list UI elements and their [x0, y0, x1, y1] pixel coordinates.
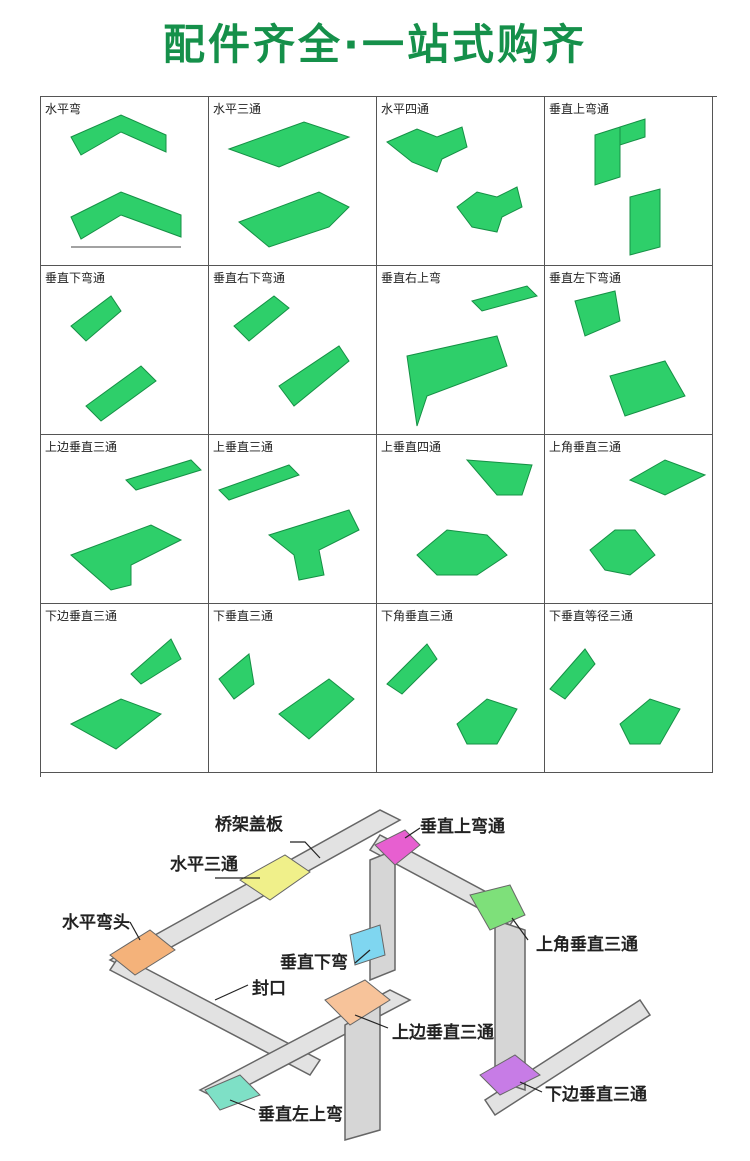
catalog-cell-upper-corner-vertical-tee: 上角垂直三通: [545, 435, 713, 604]
lower-vertical-tee-illustration: [218, 653, 355, 740]
cable-tray-isometric-illustration: [108, 809, 652, 1141]
catalog-cell-vertical-right-down-elbow: 垂直右下弯通: [209, 266, 377, 435]
catalog-cell-vertical-up-elbow: 垂直上弯通: [545, 97, 713, 266]
vertical-down-elbow-illustration: [70, 295, 157, 422]
part-horizontal-tee: [239, 854, 311, 901]
catalog-cell-horizontal-tee: 水平三通: [209, 97, 377, 266]
part-elbow-head: [109, 929, 176, 976]
catalog-cell-label: 垂直下弯通: [45, 271, 106, 285]
lower-side-vertical-tee-illustration: [69, 638, 182, 750]
vertical-up-elbow-illustration: [594, 118, 661, 256]
callout-horizontal-elbow-head: 水平弯头: [62, 913, 130, 933]
catalog-cell-label: 下垂直三通: [213, 609, 274, 623]
catalog-cell-lower-side-vertical-tee: 下边垂直三通: [41, 604, 209, 773]
catalog-cell-label: 上垂直三通: [213, 440, 274, 454]
catalog-cell-label: 水平三通: [213, 102, 262, 116]
fittings-catalog-grid: 水平弯 水平三通 水平四通 垂直上弯通 垂直下弯通: [40, 96, 717, 777]
catalog-cell-label: 垂直右上弯: [381, 271, 442, 285]
catalog-cell-vertical-left-down-elbow: 垂直左下弯通: [545, 266, 713, 435]
upper-vertical-tee-illustration: [218, 464, 360, 581]
horizontal-tee-illustration: [227, 121, 351, 248]
callout-upper-side-vertical-tee: 上边垂直三通: [392, 1023, 494, 1043]
horizontal-elbow-illustration: [70, 114, 182, 248]
catalog-cell-label: 垂直左下弯通: [549, 271, 622, 285]
catalog-cell-label: 垂直右下弯通: [213, 271, 286, 285]
catalog-cell-lower-vertical-equal-tee: 下垂直等径三通: [545, 604, 713, 773]
catalog-cell-upper-vertical-cross: 上垂直四通: [377, 435, 545, 604]
callout-upper-corner-vertical-tee: 上角垂直三通: [536, 935, 638, 955]
vertical-right-down-elbow-illustration: [233, 295, 350, 407]
page-title: 配件齐全·一站式购齐: [163, 19, 587, 69]
catalog-cell-vertical-right-up-elbow: 上边垂直三通 垂直右上弯: [377, 266, 545, 435]
lower-corner-vertical-tee-illustration: [386, 643, 518, 745]
horizontal-cross-illustration: [386, 126, 523, 233]
catalog-cell-upper-vertical-tee: 上垂直三通: [209, 435, 377, 604]
catalog-cell-horizontal-cross: 水平四通: [377, 97, 545, 266]
cable-tray-system-diagram: 桥架盖板 垂直上弯通 水平三通 水平弯头 垂直下弯 上角垂直三通 封口 上边垂直…: [0, 790, 750, 1157]
vertical-right-up-elbow-illustration: [406, 285, 538, 427]
catalog-cell-label: 水平四通: [381, 102, 430, 116]
catalog-cell-label: 下边垂直三通: [45, 609, 118, 623]
part-upper-side-tee: [324, 979, 391, 1026]
callout-vertical-left-up-elbow: 垂直左上弯: [258, 1105, 343, 1125]
upper-side-vertical-tee-illustration: [70, 459, 202, 591]
catalog-cell-label: 下角垂直三通: [381, 609, 454, 623]
callout-horizontal-tee: 水平三通: [170, 855, 238, 875]
catalog-cell-label: 上角垂直三通: [549, 440, 622, 454]
lower-vertical-equal-tee-illustration: [549, 648, 681, 745]
catalog-cell-label: 垂直上弯通: [549, 102, 610, 116]
catalog-cell-label: 上垂直四通: [381, 440, 442, 454]
upper-corner-vertical-tee-illustration: [589, 459, 707, 576]
callout-vertical-up-elbow: 垂直上弯通: [420, 817, 505, 837]
part-upper-corner-tee: [469, 884, 526, 931]
callout-cover: 桥架盖板: [215, 815, 283, 835]
vertical-left-down-elbow-illustration: [574, 290, 686, 417]
callout-vertical-down-elbow: 垂直下弯: [280, 953, 348, 973]
catalog-cell-vertical-down-elbow: 垂直下弯通: [41, 266, 209, 435]
catalog-cell-horizontal-elbow: 水平弯: [41, 97, 209, 266]
callout-lower-side-vertical-tee: 下边垂直三通: [545, 1085, 647, 1105]
catalog-cell-lower-vertical-tee: 下垂直三通: [209, 604, 377, 773]
catalog-cell-label: 下垂直等径三通: [549, 609, 634, 623]
part-vertical-up-elbow: [374, 829, 421, 866]
part-vertical-left-up-elbow: [204, 1074, 261, 1111]
upper-vertical-cross-illustration: [416, 459, 533, 576]
catalog-cell-label: 水平弯: [45, 102, 82, 116]
catalog-cell-lower-corner-vertical-tee: 下角垂直三通: [377, 604, 545, 773]
catalog-cell-label: 上边垂直三通: [45, 440, 118, 454]
part-lower-side-tee: [479, 1054, 541, 1096]
callout-end-cap: 封口: [252, 979, 286, 999]
part-vertical-down-elbow: [349, 924, 386, 966]
catalog-cell-upper-side-vertical-tee: 上边垂直三通: [41, 435, 209, 604]
